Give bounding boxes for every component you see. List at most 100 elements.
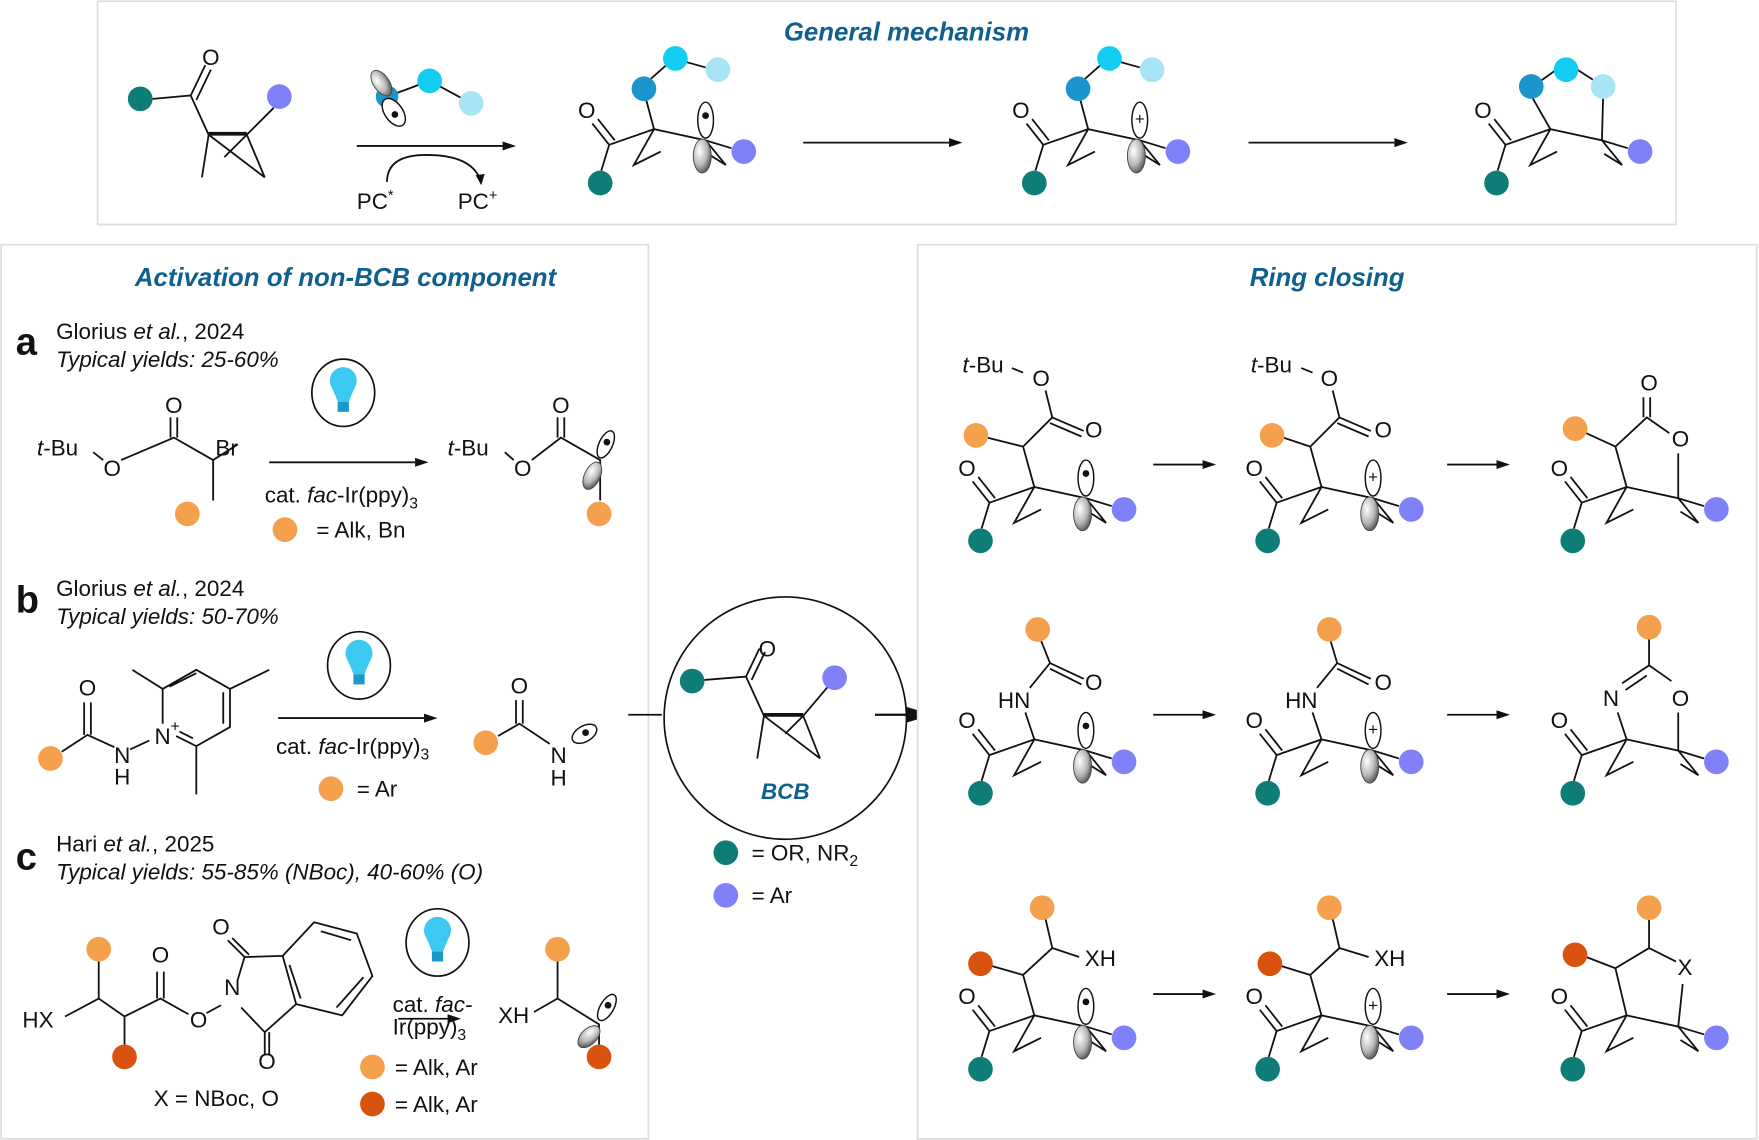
svg-text:N: N — [155, 724, 171, 749]
carbon-radical-product: XH — [498, 936, 617, 1070]
ring-closing-panel — [916, 243, 1758, 1140]
svg-text:t-Bu: t-Bu — [37, 436, 78, 461]
citation: Glorius et al., 2024 — [56, 576, 244, 601]
svg-text:O: O — [212, 915, 229, 940]
svg-text:XH: XH — [498, 1003, 529, 1028]
ester-radical-product: t-Bu O O — [448, 393, 616, 527]
orange-legend-dot — [360, 1054, 385, 1080]
svg-text:O: O — [1640, 371, 1657, 396]
svg-text:HN: HN — [998, 688, 1030, 713]
svg-text:O: O — [1085, 670, 1102, 695]
orange-legend-dot — [318, 776, 344, 802]
svg-text:t-Bu: t-Bu — [448, 436, 489, 461]
typical-yields: Typical yields: 25-60% — [56, 347, 279, 372]
n-aminopyridinium-reactant: O N H N + — [38, 668, 270, 795]
amide-radical-adduct: HN O — [957, 617, 1138, 807]
svg-text:O: O — [514, 456, 531, 481]
legend-text: = Ar — [357, 777, 398, 802]
svg-text:O: O — [1672, 427, 1689, 452]
bromoester-reactant: t-Bu O O Br — [37, 393, 238, 527]
section-letter: a — [16, 321, 38, 364]
svg-text:t-Bu: t-Bu — [1251, 353, 1292, 378]
orange-legend-dot — [272, 517, 298, 542]
section-b: b Glorius et al., 2024 Typical yields: 5… — [16, 576, 598, 802]
svg-text:O: O — [1374, 670, 1391, 695]
svg-text:HX: HX — [22, 1008, 53, 1033]
typical-yields: Typical yields: 55-85% (NBoc), 40-60% (O… — [56, 860, 483, 885]
catalyst-label: cat. fac-Ir(ppy)3 — [276, 734, 430, 764]
svg-text:O: O — [1032, 366, 1049, 391]
svg-text:O: O — [1085, 418, 1102, 443]
amidyl-radical-product: O N H — [473, 673, 598, 790]
section-letter: b — [16, 579, 39, 622]
svg-text:O: O — [79, 676, 96, 701]
svg-text:N: N — [224, 975, 240, 1000]
svg-text:N: N — [1603, 686, 1619, 711]
svg-text:XH: XH — [1085, 946, 1116, 971]
ring-closed-product — [1473, 57, 1654, 197]
x-definition: X = NBoc, O — [154, 1086, 279, 1111]
heterocycle-product: X — [1549, 895, 1730, 1083]
svg-text:O: O — [152, 943, 169, 968]
activation-title: Activation of non-BCB component — [134, 264, 558, 292]
section-c: c Hari et al., 2025 Typical yields: 55-8… — [16, 832, 617, 1117]
legend-text: = Alk, Bn — [316, 517, 405, 542]
radical-fragment — [370, 68, 484, 127]
catalyst-cycle-arrow — [386, 154, 481, 182]
svg-text:H: H — [551, 765, 567, 790]
teal-legend-text: = OR, NR2 — [752, 841, 859, 871]
bcb-starting-material: O — [127, 45, 292, 179]
dark-orange-legend-dot — [360, 1091, 385, 1117]
ring-closing-title: Ring closing — [1250, 264, 1405, 292]
pc-plus-label: PC+ — [458, 188, 498, 214]
svg-text:XH: XH — [1374, 946, 1405, 971]
catalyst-label-line2: Ir(ppy)3 — [393, 1014, 467, 1044]
nhpi-ester-reactant: HX O O N O O X = NBoc, O — [22, 915, 374, 1111]
svg-text:N: N — [551, 743, 567, 768]
teal-legend-dot — [713, 840, 739, 866]
svg-text:O: O — [511, 673, 528, 698]
bcb-label: BCB — [761, 779, 810, 804]
purple-legend-text: = Ar — [752, 883, 793, 908]
legend-text: = Alk, Ar — [395, 1092, 478, 1117]
svg-text:O: O — [202, 45, 219, 70]
pc-star-label: PC* — [357, 188, 394, 214]
general-mechanism-panel — [96, 0, 1677, 226]
ester-cation-adduct: t-Bu O O — [1244, 353, 1425, 555]
typical-yields: Typical yields: 50-70% — [56, 604, 279, 629]
svg-text:HN: HN — [1285, 688, 1317, 713]
section-letter: c — [16, 836, 37, 879]
svg-text:O: O — [190, 1008, 207, 1033]
svg-text:O: O — [258, 1049, 275, 1074]
ester-radical-adduct: t-Bu O O — [957, 353, 1138, 555]
citation: Hari et al., 2025 — [56, 832, 214, 857]
general-mechanism-title: General mechanism — [784, 19, 1029, 47]
svg-text:O: O — [1374, 418, 1391, 443]
lactone-product: O O — [1549, 371, 1730, 555]
section-a: a Glorius et al., 2024 Typical yields: 2… — [16, 319, 616, 542]
xh-radical-adduct: XH — [957, 895, 1138, 1083]
catalyst-label: cat. fac-Ir(ppy)3 — [265, 483, 419, 513]
radical-intermediate — [577, 46, 757, 197]
svg-text:t-Bu: t-Bu — [963, 353, 1004, 378]
cation-intermediate — [1011, 46, 1192, 197]
svg-text:O: O — [103, 456, 120, 481]
svg-text:X: X — [1677, 955, 1692, 980]
purple-legend-dot — [713, 882, 739, 908]
bcb-structure: O — [679, 636, 847, 760]
xh-cation-adduct: XH — [1244, 895, 1425, 1083]
amide-cation-adduct: HN O — [1244, 617, 1425, 807]
oxazine-product: N O — [1549, 614, 1730, 807]
svg-text:N: N — [114, 743, 130, 768]
svg-text:O: O — [552, 393, 569, 418]
legend-text: = Alk, Ar — [395, 1055, 478, 1080]
svg-text:O: O — [759, 636, 776, 661]
catalyst-label: cat. fac- — [393, 992, 473, 1017]
svg-text:O: O — [1672, 686, 1689, 711]
svg-text:O: O — [1321, 366, 1338, 391]
svg-text:+: + — [171, 719, 180, 736]
svg-text:O: O — [165, 393, 182, 418]
svg-text:H: H — [114, 764, 130, 789]
citation: Glorius et al., 2024 — [56, 319, 244, 344]
